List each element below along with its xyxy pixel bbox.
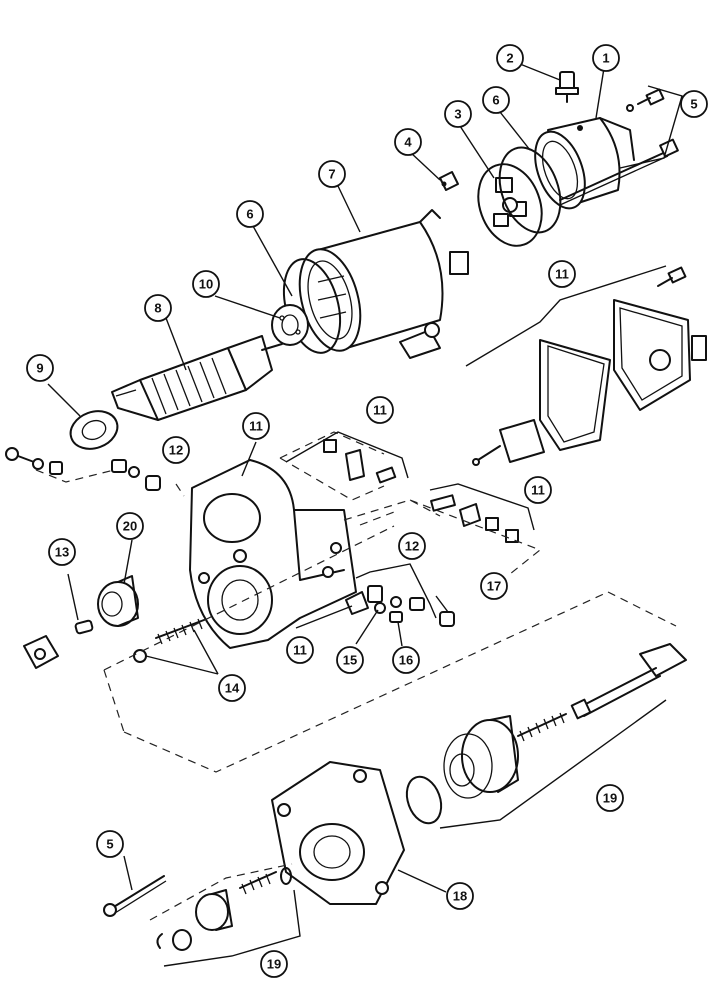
callout-label: 7 <box>328 167 335 182</box>
callout-2: 2 <box>496 44 524 72</box>
callout-20: 20 <box>116 512 144 540</box>
callout-label: 16 <box>399 653 413 668</box>
terminal-nuts-12-part <box>111 459 161 491</box>
o-ring-upper-part <box>498 146 562 234</box>
callout-label: 5 <box>106 837 113 852</box>
group-brackets <box>163 85 683 967</box>
callout-label: 10 <box>199 277 213 292</box>
callout-8: 8 <box>144 294 172 322</box>
clutch-part <box>23 635 59 669</box>
armature-bearing-small-part <box>271 304 309 346</box>
callout-label: 1 <box>602 51 609 66</box>
callout-label: 5 <box>690 97 697 112</box>
idler-gear-part <box>97 575 139 627</box>
callout-label: 19 <box>603 791 617 806</box>
callout-10: 10 <box>192 270 220 298</box>
overrunning-clutch-part <box>443 715 519 799</box>
callout-4: 4 <box>394 128 422 156</box>
callout-label: 20 <box>123 519 137 534</box>
callout-15: 15 <box>336 646 364 674</box>
callouts: 1 2 3 4 5 6 7 6 10 8 11 9 11 11 12 11 20… <box>26 44 708 978</box>
callout-label: 12 <box>405 539 419 554</box>
solenoid-cover-part <box>613 299 707 411</box>
callout-label: 4 <box>404 135 412 150</box>
callout-label: 17 <box>487 579 501 594</box>
callout-19: 19 <box>260 950 288 978</box>
pinion-gear-part <box>195 889 233 931</box>
callout-label: 11 <box>373 403 387 418</box>
callout-label: 12 <box>169 443 183 458</box>
field-frame-part <box>298 209 469 359</box>
callout-16: 16 <box>392 646 420 674</box>
armature-bearing-large-part <box>69 410 119 450</box>
housing-part <box>189 459 357 649</box>
cover-screw-part <box>657 266 687 287</box>
drive-spring-part <box>517 712 567 742</box>
contact-set-lower-part <box>430 494 519 543</box>
pinion-spring-part <box>239 867 292 895</box>
callout-7: 7 <box>318 160 346 188</box>
callout-11: 11 <box>242 412 270 440</box>
contact-set-upper-part <box>323 439 397 484</box>
callout-5: 5 <box>96 830 124 858</box>
callout-label: 11 <box>531 483 545 498</box>
callout-12: 12 <box>162 436 190 464</box>
callout-6: 6 <box>482 86 510 114</box>
callout-12: 12 <box>398 532 426 560</box>
end-cover-screws-part <box>626 88 665 112</box>
long-bolt-part <box>103 875 167 917</box>
callout-14: 14 <box>218 674 246 702</box>
callout-label: 15 <box>343 653 357 668</box>
callout-label: 19 <box>267 957 281 972</box>
callout-label: 3 <box>454 107 461 122</box>
terminal-stud-part <box>555 71 579 103</box>
plunger-part <box>472 419 545 466</box>
through-bolt-part <box>559 138 679 206</box>
callout-19: 19 <box>596 784 624 812</box>
terminal-nuts-left-part <box>5 447 63 475</box>
callout-label: 11 <box>293 643 307 658</box>
callout-label: 9 <box>36 361 43 376</box>
contact-bolt-part <box>345 585 425 623</box>
drive-housing-part <box>271 761 405 905</box>
callout-13: 13 <box>48 538 76 566</box>
callout-label: 2 <box>506 51 513 66</box>
callout-5: 5 <box>680 90 708 118</box>
callout-label: 6 <box>492 93 499 108</box>
callout-9: 9 <box>26 354 54 382</box>
callout-label: 6 <box>246 207 253 222</box>
callout-label: 14 <box>225 681 240 696</box>
brush-holder-part <box>477 163 543 247</box>
callout-11: 11 <box>524 476 552 504</box>
leader-lines <box>47 63 605 893</box>
armature-part <box>111 335 283 421</box>
callout-label: 18 <box>453 889 467 904</box>
roller-pin-part <box>74 619 94 635</box>
terminal-cap-part <box>439 611 455 627</box>
callout-11: 11 <box>366 396 394 424</box>
callout-label: 11 <box>249 419 263 434</box>
callout-3: 3 <box>444 100 472 128</box>
brush-part <box>439 171 459 191</box>
callout-18: 18 <box>446 882 474 910</box>
callout-label: 11 <box>555 267 569 282</box>
callout-6: 6 <box>236 200 264 228</box>
callout-11: 11 <box>548 260 576 288</box>
callout-11: 11 <box>286 636 314 664</box>
retainer-parts <box>156 929 192 951</box>
alignment-lines <box>35 431 677 921</box>
o-ring-lower-part <box>405 775 443 825</box>
callout-17: 17 <box>480 572 508 600</box>
end-cover-part <box>534 117 635 210</box>
callout-label: 8 <box>154 301 161 316</box>
gasket-part <box>539 339 611 451</box>
drive-shaft-part <box>570 643 687 720</box>
callout-label: 13 <box>55 545 69 560</box>
callout-1: 1 <box>592 44 620 72</box>
